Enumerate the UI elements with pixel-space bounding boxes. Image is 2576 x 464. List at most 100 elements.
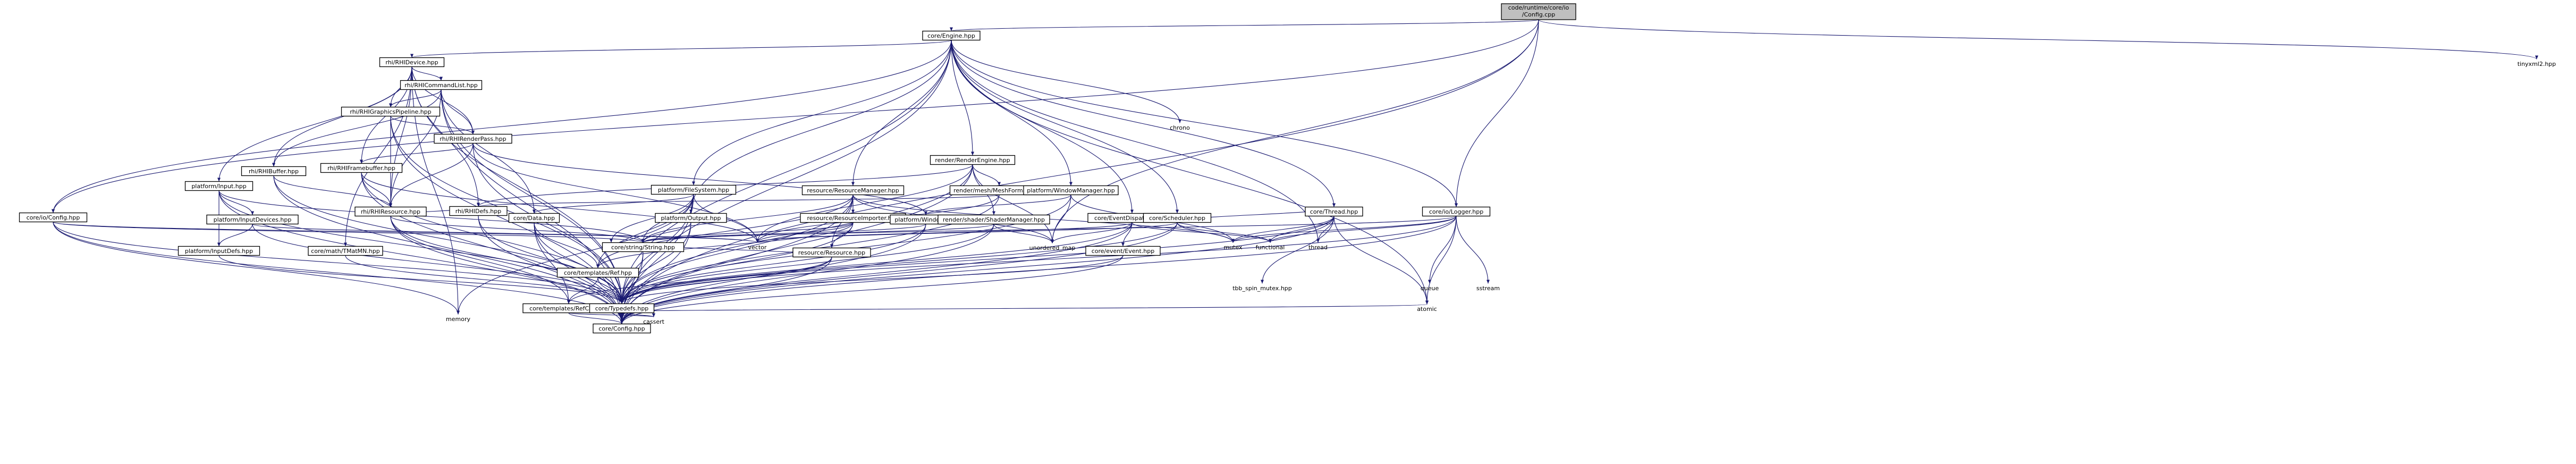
node-core-event-event-hpp[interactable]: core/event/Event.hpp <box>1085 246 1161 256</box>
node-label: resource/Resource.hpp <box>798 249 865 256</box>
node-core-templates-ref-hpp[interactable]: core/templates/Ref.hpp <box>556 267 639 278</box>
node-code-runtime-core-io-config-cpp[interactable]: code/runtime/core/io/Config.cpp <box>1501 3 1576 20</box>
edge-rhibuffer-to-corecfg <box>273 175 622 324</box>
edge-rhidevice-to-rhicmd <box>411 66 442 81</box>
node-box <box>589 303 655 314</box>
node-label: platform/FileSystem.hpp <box>658 187 729 193</box>
edge-output-to-string <box>643 222 691 243</box>
edge-root-to-engine <box>951 19 1539 32</box>
edge-mesh-to-rhidefs <box>478 194 1000 207</box>
node-platform-inputdefs-hpp[interactable]: platform/InputDefs.hpp <box>178 246 260 256</box>
node-resource-resource-hpp[interactable]: resource/Resource.hpp <box>792 247 871 258</box>
node-unordered-map: unordered_map <box>1029 244 1076 251</box>
node-box <box>930 155 1016 165</box>
edge-rhipipe-to-rhipass <box>390 116 474 134</box>
edge-window-to-types <box>621 224 926 304</box>
node-box <box>651 184 737 195</box>
node-label: resource/ResourceManager.hpp <box>807 187 899 194</box>
edge-output-to-types <box>621 222 691 304</box>
node-render-shader-shadermanager-hpp[interactable]: render/shader/ShaderManager.hpp <box>938 214 1050 225</box>
edge-root-to-umap <box>1052 19 1539 243</box>
edge-engine-to-sched <box>951 40 1178 214</box>
node-core-config-hpp[interactable]: core/Config.hpp <box>593 323 651 334</box>
node-rhi-rhibuffer-hpp[interactable]: rhi/RHIBuffer.hpp <box>241 166 307 176</box>
node-platform-inputdevices-hpp[interactable]: platform/InputDevices.hpp <box>206 214 299 225</box>
node-core-io-logger-hpp[interactable]: core/io/Logger.hpp <box>1422 206 1491 217</box>
edge-engine-to-rhidevice <box>411 39 952 58</box>
node-box <box>1085 246 1161 256</box>
edge-inputdefs-to-types <box>218 255 622 304</box>
node-core-scheduler-hpp[interactable]: core/Scheduler.hpp <box>1143 213 1212 223</box>
node-resource-resourcemanager-hpp[interactable]: resource/ResourceManager.hpp <box>801 185 905 196</box>
edge-rhicmd-to-rhipass <box>441 89 474 134</box>
node-rhi-rhidefs-hpp[interactable]: rhi/RHIDefs.hpp <box>449 206 508 216</box>
edge-iocfg-to-vector <box>53 222 758 243</box>
edge-arrowhead <box>1332 203 1336 207</box>
node-label: rhi/RHIResource.hpp <box>361 208 420 215</box>
node-core-string-string-hpp[interactable]: core/string/String.hpp <box>602 242 685 252</box>
node-core-io-config-hpp[interactable]: core/io/Config.hpp <box>19 212 88 223</box>
node-label: render/RenderEngine.hpp <box>935 157 1010 164</box>
edge-input-to-types <box>218 190 622 304</box>
node-box <box>206 214 299 225</box>
node-box <box>400 80 483 90</box>
edge-engine-to-types <box>621 40 952 304</box>
edge-arrowhead <box>596 264 599 268</box>
node-box <box>19 212 88 223</box>
node-label: tbb_spin_mutex.hpp <box>1232 285 1292 292</box>
edge-refcnt-to-cassert <box>568 312 654 318</box>
node-rhi-rhiframebuffer-hpp[interactable]: rhi/RHIFramebuffer.hpp <box>320 163 403 173</box>
edge-rhidefs-to-types <box>478 215 622 304</box>
node-box <box>922 30 981 41</box>
node-label: memory <box>446 316 470 323</box>
node-tbb-spin-mutex-hpp: tbb_spin_mutex.hpp <box>1232 285 1292 292</box>
edge-arrowhead <box>692 181 695 185</box>
edge-renderer-to-vector <box>757 164 973 243</box>
node-label: rhi/RHIRenderPass.hpp <box>440 136 506 142</box>
node-box <box>1501 3 1576 20</box>
edge-root-to-logger <box>1456 19 1539 207</box>
node-box <box>178 246 260 256</box>
edge-rhifb-to-corecfg <box>361 172 622 324</box>
edge-engine-to-output <box>690 40 952 214</box>
node-label: code/runtime/core/io <box>1508 4 1569 11</box>
edge-engine-to-filesys <box>693 40 952 185</box>
edge-engine-to-threadstd <box>951 40 1319 243</box>
edge-rhidevice-to-rhires <box>390 66 412 207</box>
node-rhi-rhirenderpass-hpp[interactable]: rhi/RHIRenderPass.hpp <box>434 133 512 144</box>
edge-evdisp-to-umap <box>1052 222 1133 243</box>
node-render-renderengine-hpp[interactable]: render/RenderEngine.hpp <box>930 155 1016 165</box>
edge-types-to-cassert <box>621 312 654 318</box>
edge-arrowhead <box>251 211 254 215</box>
node-platform-output-hpp[interactable]: platform/Output.hpp <box>655 213 727 223</box>
node-label: core/string/String.hpp <box>611 244 675 251</box>
node-core-data-hpp[interactable]: core/Data.hpp <box>508 213 560 223</box>
node-core-math-tmatmn-hpp[interactable]: core/math/TMatMN.hpp <box>308 246 383 256</box>
node-resource-resourceimporter-hpp[interactable]: resource/ResourceImporter.hpp <box>800 213 906 223</box>
edge-arrowhead <box>533 209 536 214</box>
edge-rhipass-to-rhifb <box>361 143 474 164</box>
edge-rhipass-to-rhires <box>390 143 474 207</box>
edge-arrowhead <box>652 313 655 317</box>
node-platform-filesystem-hpp[interactable]: platform/FileSystem.hpp <box>651 184 737 195</box>
node-platform-input-hpp[interactable]: platform/Input.hpp <box>184 181 254 191</box>
edge-engine-to-atomic <box>951 40 1428 305</box>
edge-thread-to-corecfg <box>621 216 1335 324</box>
edge-logger-to-queue <box>1429 216 1457 284</box>
node-rhi-rhiresource-hpp[interactable]: rhi/RHIResource.hpp <box>354 206 427 217</box>
node-platform-windowmanager-hpp[interactable]: platform/WindowManager.hpp <box>1023 185 1119 196</box>
node-rhi-rhigraphicspipeline-hpp[interactable]: rhi/RHIGraphicsPipeline.hpp <box>341 106 441 117</box>
edge-rhidevice-to-memory <box>411 66 459 315</box>
node-label: mutex <box>1223 244 1243 251</box>
edge-arrowhead <box>1425 300 1429 305</box>
node-rhi-rhidevice-hpp[interactable]: rhi/RHIDevice.hpp <box>379 57 445 68</box>
node-core-thread-hpp[interactable]: core/Thread.hpp <box>1305 206 1363 217</box>
edge-arrowhead <box>1069 182 1072 186</box>
node-sstream: sstream <box>1476 285 1500 292</box>
node-core-typedefs-hpp[interactable]: core/Typedefs.hpp <box>589 303 655 314</box>
node-rhi-rhicommandlist-hpp[interactable]: rhi/RHICommandList.hpp <box>400 80 483 90</box>
node-core-engine-hpp[interactable]: core/Engine.hpp <box>922 30 981 41</box>
edge-sched-to-mutex <box>1177 222 1234 243</box>
edge-arrowhead <box>1487 280 1490 284</box>
